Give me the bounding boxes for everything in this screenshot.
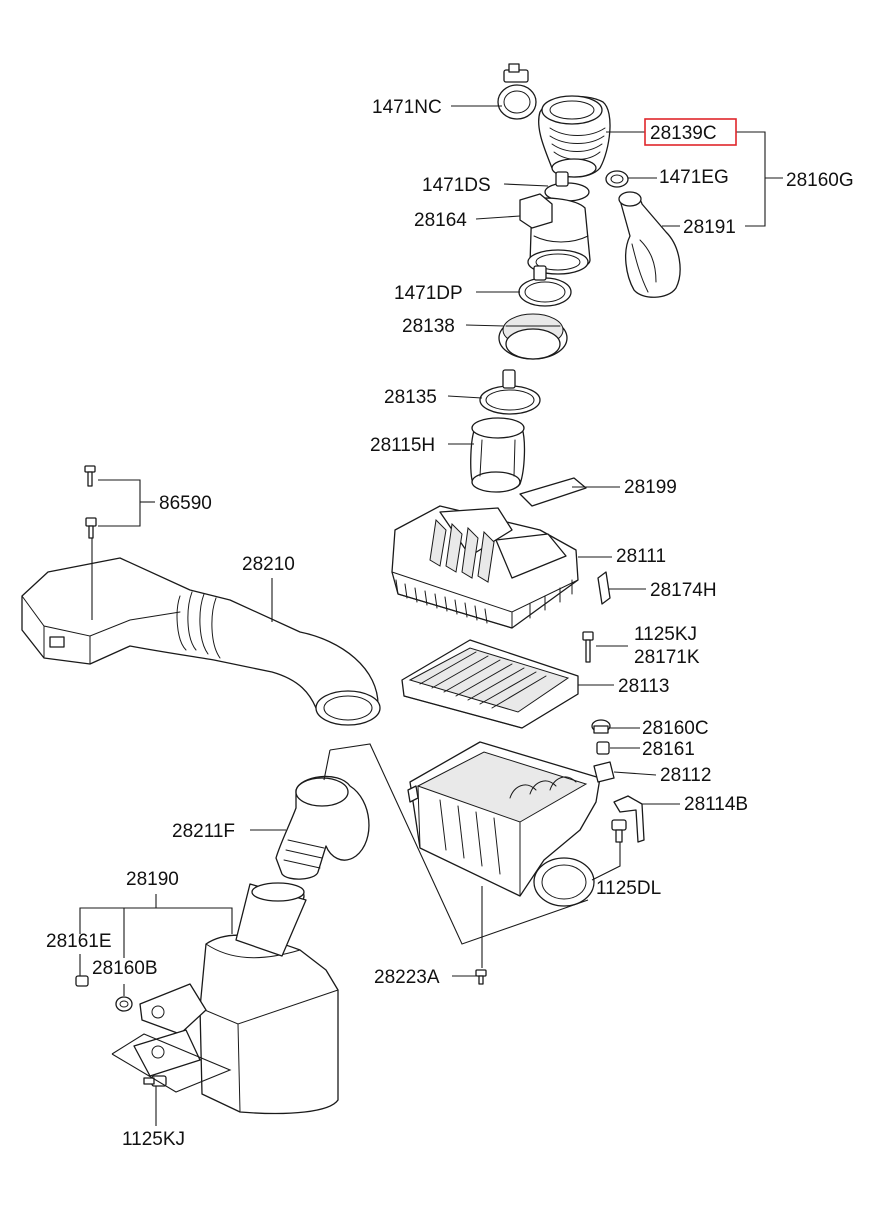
bolt-28223A[interactable] (475, 969, 487, 985)
label-1125KJ-lower[interactable]: 1125KJ (122, 1129, 185, 1150)
label-28139C[interactable]: 28139C (650, 123, 717, 144)
label-28111[interactable]: 28111 (616, 546, 666, 567)
part-labels: 1471NC 28139C 1471DS 1471EG 28160G 28164… (46, 97, 854, 1150)
clamp-1471NC[interactable] (497, 63, 537, 120)
bushing-28161E[interactable] (75, 975, 89, 987)
label-1471DS[interactable]: 1471DS (422, 175, 491, 196)
label-28138[interactable]: 28138 (402, 316, 455, 337)
label-28174H[interactable]: 28174H (650, 580, 717, 601)
label-28114B[interactable]: 28114B (684, 794, 748, 815)
label-28223A[interactable]: 28223A (374, 967, 440, 988)
air-cleaner-body-28112[interactable] (407, 741, 615, 907)
label-1125KJ-upper[interactable]: 1125KJ (634, 624, 697, 645)
label-1125DL[interactable]: 1125DL (596, 878, 661, 899)
clamp-1471DP[interactable] (518, 265, 572, 307)
label-1471EG[interactable]: 1471EG (659, 167, 729, 188)
duct-28115H[interactable] (470, 417, 526, 493)
leader-lines (79, 105, 783, 1126)
label-28211F[interactable]: 28211F (172, 821, 235, 842)
seal-28138[interactable] (498, 313, 568, 360)
label-28115H[interactable]: 28115H (370, 435, 435, 456)
clamp-1471DS[interactable] (544, 171, 590, 202)
grommet-28160C[interactable] (591, 719, 611, 734)
highlight-box-28139C (644, 118, 737, 146)
label-86590[interactable]: 86590 (159, 493, 212, 514)
screw-86590-lower[interactable] (85, 517, 97, 539)
label-plate-28199[interactable] (519, 477, 587, 507)
label-1471DP[interactable]: 1471DP (394, 283, 463, 304)
hose-28191[interactable] (618, 191, 681, 298)
bolt-1125DL[interactable] (611, 819, 627, 843)
label-28171K[interactable]: 28171K (634, 647, 700, 668)
label-28161[interactable]: 28161 (642, 739, 695, 760)
screw-86590-upper[interactable] (84, 465, 96, 487)
label-28113[interactable]: 28113 (618, 676, 669, 697)
clamp-1471EG[interactable] (605, 170, 629, 188)
grommet-28160B[interactable] (115, 996, 133, 1012)
resonator-28190[interactable] (133, 882, 339, 1115)
label-28164[interactable]: 28164 (414, 210, 467, 231)
label-28112[interactable]: 28112 (660, 765, 711, 786)
bushing-28161[interactable] (596, 741, 610, 755)
label-28199[interactable]: 28199 (624, 477, 677, 498)
label-28161E[interactable]: 28161E (46, 931, 112, 952)
label-28160G[interactable]: 28160G (786, 170, 854, 191)
label-28210[interactable]: 28210 (242, 554, 295, 575)
label-28190[interactable]: 28190 (126, 869, 179, 890)
air-flow-sensor-28164[interactable] (519, 193, 591, 275)
label-1471NC[interactable]: 1471NC (372, 97, 442, 118)
label-28135[interactable]: 28135 (384, 387, 437, 408)
bolt-1125KJ-upper[interactable] (582, 631, 594, 663)
bracket-28114B[interactable] (613, 795, 645, 843)
intake-hose-28139C[interactable] (538, 95, 611, 178)
label-28191[interactable]: 28191 (683, 217, 736, 238)
air-cleaner-cover-28111[interactable] (391, 505, 579, 629)
bolt-1125KJ-lower[interactable] (143, 1075, 167, 1087)
label-28160C[interactable]: 28160C (642, 718, 709, 739)
clip-28174H[interactable] (597, 571, 611, 605)
label-28160B[interactable]: 28160B (92, 958, 158, 979)
clamp-28135[interactable] (479, 369, 541, 415)
air-filter-28113[interactable] (401, 639, 579, 729)
duct-28210[interactable] (21, 557, 381, 726)
